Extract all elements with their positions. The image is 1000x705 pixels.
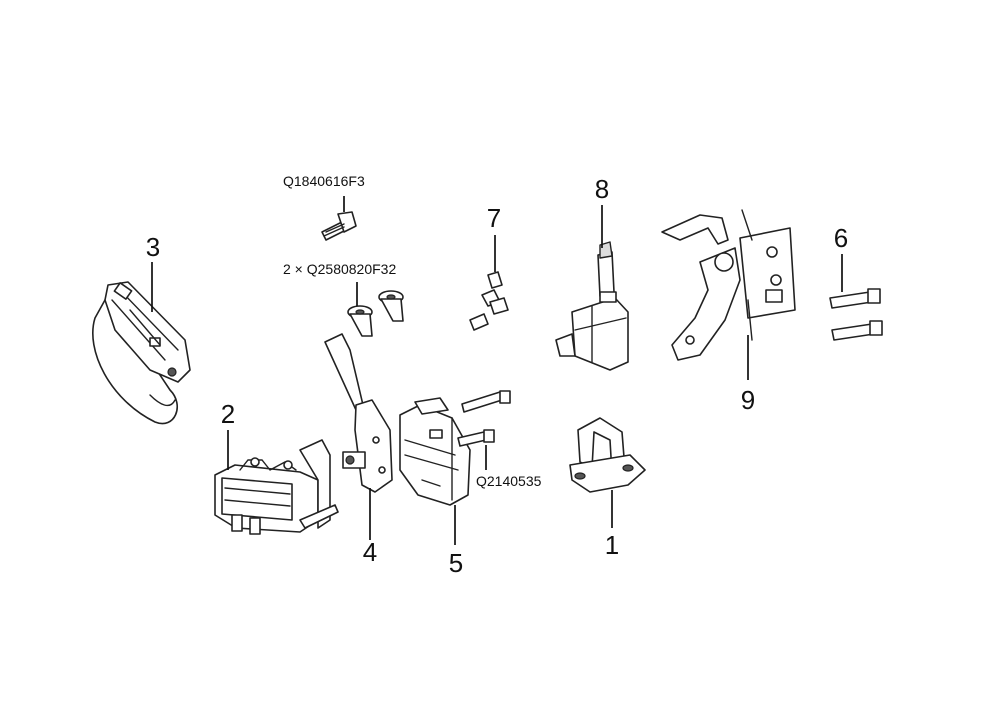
part-8-rod-actuator-drawing <box>555 241 629 371</box>
part-7-clips-drawing <box>469 271 509 331</box>
callout-number-4: 4 <box>362 537 378 567</box>
callout-number-2: 2 <box>220 399 236 429</box>
hardware-code-bolt-actuator: Q2140535 <box>476 473 542 489</box>
callout-number-6: 6 <box>833 223 849 253</box>
callout-number-5: 5 <box>448 548 464 578</box>
callout-number-1: 1 <box>604 530 620 560</box>
screw-q1840616f3-drawing <box>321 211 357 241</box>
screws-q2580820f32-drawing <box>347 290 404 337</box>
part-3-cover-drawing <box>92 281 191 425</box>
part-4-lever-switch-drawing <box>324 333 393 493</box>
part-5-actuator-drawing <box>399 390 511 506</box>
hardware-code-screws-pair: 2 × Q2580820F32 <box>283 261 397 277</box>
hardware-code-screw-top: Q1840616F3 <box>283 173 365 189</box>
part-2-latch-bracket-drawing <box>214 439 339 535</box>
part-9-latch-assembly-drawing <box>661 209 796 361</box>
callout-number-8: 8 <box>594 174 610 204</box>
part-6-bolts-drawing <box>829 288 883 341</box>
part-1-loop-bracket-drawing <box>569 417 646 493</box>
callout-number-9: 9 <box>740 385 756 415</box>
callout-number-3: 3 <box>145 232 161 262</box>
callout-number-7: 7 <box>486 203 502 233</box>
